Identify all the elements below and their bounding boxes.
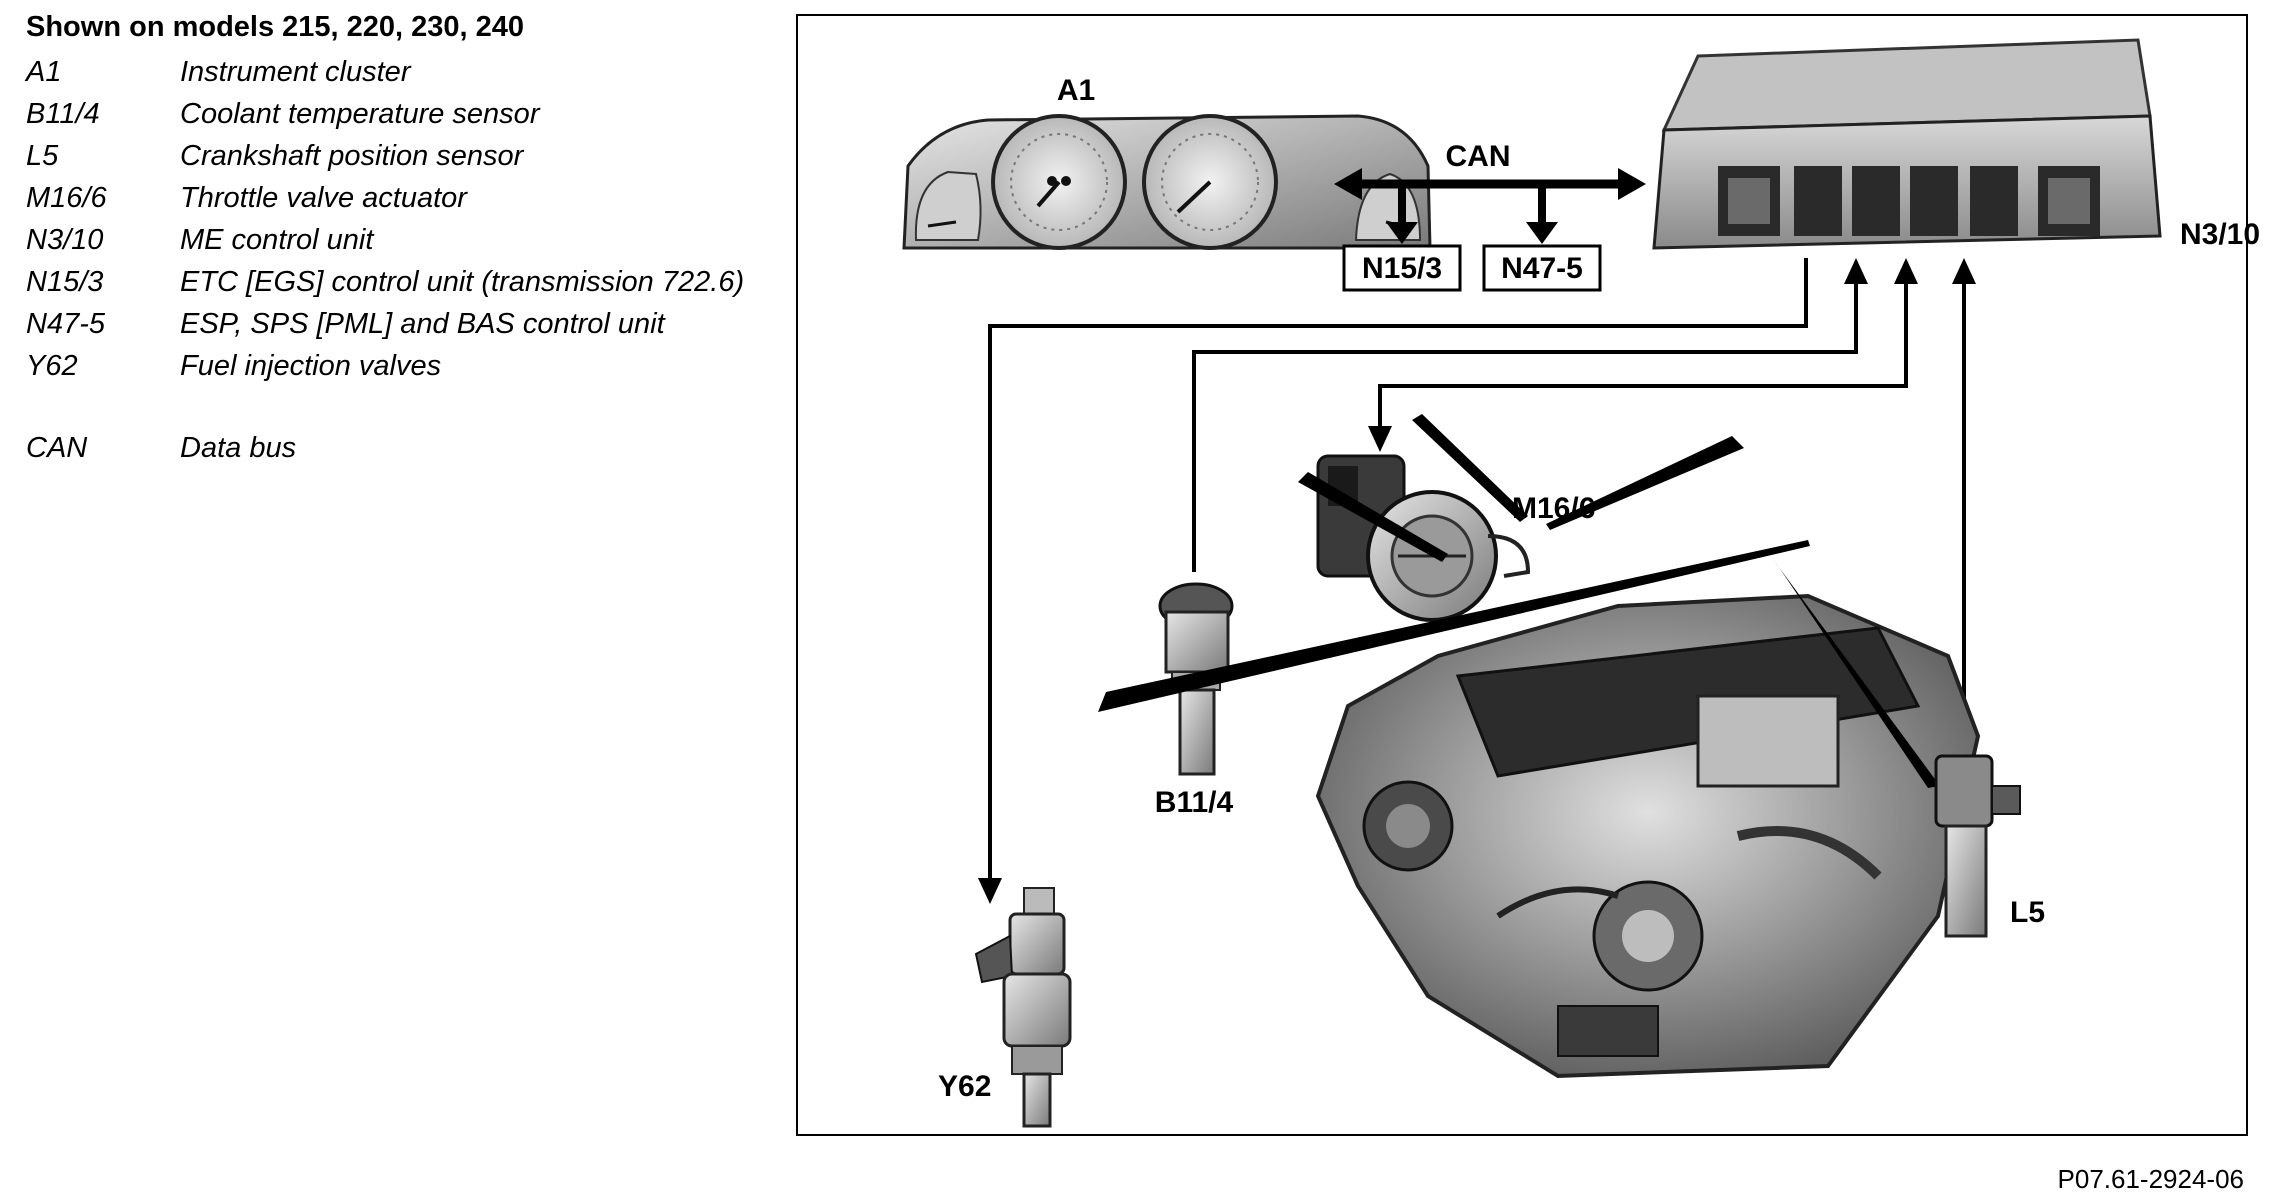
legend-item: N3/10 ME control unit [26, 222, 766, 258]
pointer-l5 [1770, 554, 1940, 788]
legend-item: Y62 Fuel injection valves [26, 348, 766, 384]
legend-desc: ESP, SPS [PML] and BAS control unit [180, 308, 665, 340]
label-a1: A1 [1057, 74, 1095, 107]
diagram-frame: A1 CAN N15/3 N47-5 N3/ [796, 14, 2260, 1136]
label-n15-3: N15/3 [1362, 252, 1442, 285]
legend-desc: Fuel injection valves [180, 350, 442, 382]
me-control-unit-n3-10 [1652, 38, 2162, 250]
throttle-valve-actuator-m16-6 [1316, 454, 1531, 622]
box-n47-5 [1482, 244, 1602, 292]
label-n47-5: N47-5 [1501, 252, 1583, 285]
legend-item: M16/6 Throttle valve actuator [26, 180, 766, 216]
legend-item: CAN Data bus [26, 430, 766, 466]
pointer-b11-4 [1298, 472, 1448, 562]
label-b11-4: B11/4 [1155, 786, 1234, 819]
label-can: CAN [1446, 140, 1511, 173]
arrow-from-m16-6 [1894, 258, 1918, 284]
legend: Shown on models 215, 220, 230, 240 A1 In… [26, 8, 766, 472]
legend-item: N47-5 ESP, SPS [PML] and BAS control uni… [26, 306, 766, 342]
label-n3-10: N3/10 [2180, 218, 2260, 251]
legend-code: N3/10 [26, 224, 104, 256]
arrow-to-m16-6 [1368, 426, 1392, 452]
legend-code: M16/6 [26, 182, 107, 214]
arrow-from-b11-4 [1844, 258, 1868, 284]
legend-desc: Throttle valve actuator [180, 182, 467, 214]
system-diagram: A1 CAN N15/3 N47-5 N3/ [902, 38, 2260, 1128]
legend-title: Shown on models 215, 220, 230, 240 [26, 11, 525, 43]
arrow-to-y62 [978, 878, 1002, 904]
pointer-m16-6 [1412, 414, 1528, 522]
pointer-y62 [1098, 540, 1810, 712]
fuel-injection-valve-y62 [974, 887, 1072, 1128]
crankshaft-position-sensor-l5 [1934, 754, 2021, 938]
figure-id: P07.61-2924-06 [2057, 1164, 2244, 1194]
instrument-cluster-a1 [902, 114, 1432, 250]
pointer-engine-top [1546, 436, 1744, 530]
legend-item: A1 Instrument cluster [26, 54, 766, 90]
label-l5: L5 [2010, 896, 2045, 929]
legend-desc: Crankshaft position sensor [180, 140, 524, 172]
legend-desc: ETC [EGS] control unit (transmission 722… [180, 266, 745, 298]
legend-code: N47-5 [26, 308, 105, 340]
legend-desc: Data bus [180, 432, 297, 464]
legend-code: CAN [26, 432, 88, 464]
legend-desc: Instrument cluster [180, 56, 411, 88]
legend-desc: Coolant temperature sensor [180, 98, 540, 130]
legend-desc: ME control unit [180, 224, 374, 256]
legend-code: Y62 [26, 350, 78, 382]
can-bus [1334, 168, 1646, 244]
legend-code: L5 [26, 140, 59, 172]
legend-code: N15/3 [26, 266, 104, 298]
arrow-from-l5 [1952, 258, 1976, 284]
legend-code: A1 [26, 56, 62, 88]
legend-code: B11/4 [26, 98, 100, 130]
label-y62: Y62 [938, 1070, 991, 1103]
legend-item: L5 Crankshaft position sensor [26, 138, 766, 174]
legend-item: B11/4 Coolant temperature sensor [26, 96, 766, 132]
engine [1315, 593, 1981, 1079]
legend-item: N15/3 ETC [EGS] control unit (transmissi… [26, 264, 766, 300]
box-n15-3 [1342, 244, 1462, 292]
signal-lines [988, 258, 1966, 878]
